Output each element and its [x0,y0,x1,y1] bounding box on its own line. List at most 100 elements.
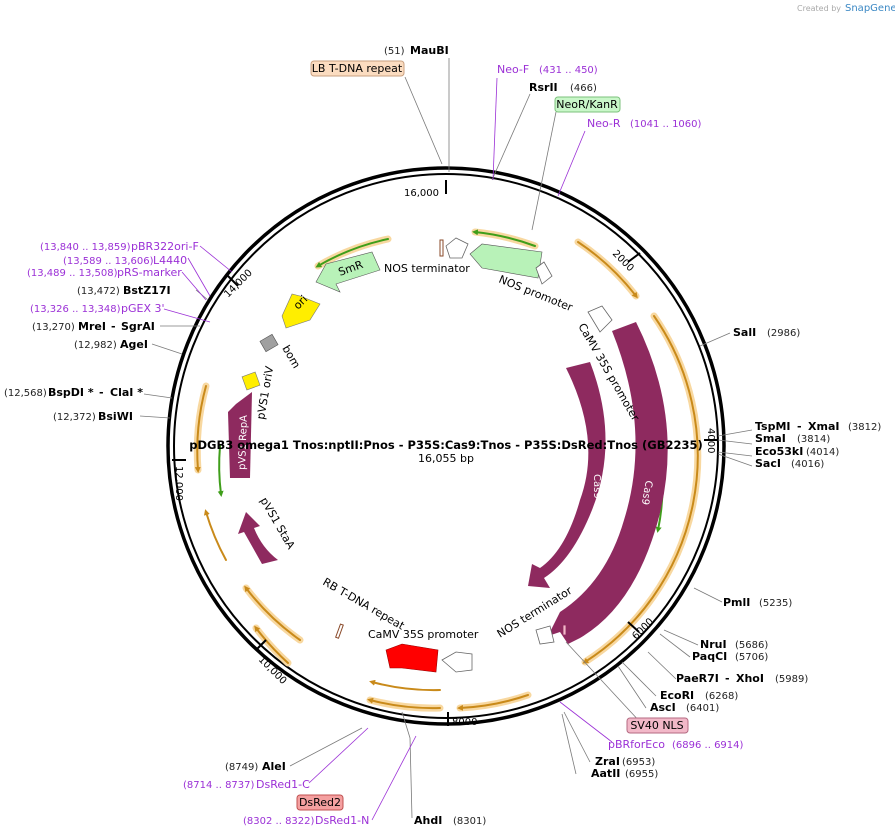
site-pos-eco53ki: (4014) [806,447,839,458]
site-pos-mreI: (13,270) [32,322,75,333]
backbone [166,166,726,726]
leader-line-ageI [151,343,183,355]
primer-range-pgex: (13,326 .. 13,348) [30,304,121,315]
site-pos-zraI: (6953) [622,757,655,768]
site-name-pmlI: PmlI [723,596,750,609]
plasmid-name: pDGB3 omega1 Tnos:nptII:Pnos - P35S:Cas9… [189,438,702,452]
site-pos-pmlI: (5235) [759,598,792,609]
site-name-mreI: MreI [78,320,106,333]
primer-leader-lines [163,77,613,821]
lb-repeat-marker [439,239,444,257]
site-name-sacI: SacI [755,457,781,470]
pvs1-oriv-label: pVS1 oriV [254,365,276,421]
primer-leader-prs [181,271,207,301]
sv40-box-label: SV40 NLS [630,719,683,732]
primer-leader-pbrforeco [559,701,613,743]
leader-line-sv40 [565,641,643,725]
leader-line-paer7i [647,651,677,680]
site-pos-rsrII: (466) [570,83,597,94]
site-pos-salI: (2986) [767,328,800,339]
cas9-outer-label: Cas9 [639,479,654,505]
orf-arc [315,238,389,268]
dsred-arrow [385,643,439,673]
primer-name-pgex: pGEX 3' [121,302,165,315]
features [228,237,668,673]
leader-line-zraI [563,711,591,763]
dsred-box [296,794,344,811]
pvs1-oriv-feature [241,371,261,391]
site-labels: (51) MauBI RsrII (466) SalI (2986) TspMI… [4,44,881,827]
site-name-xhoI: XhoI [736,672,764,685]
primer-name-pbrforeco: pBRforEco [608,738,665,751]
cas9-inner-arrow [528,362,606,588]
primer-name-dsred1c: DsRed1-C [256,778,310,791]
site-sep-bspdi: - [99,386,104,399]
primer-range-neo-f: (431 .. 450) [539,65,598,76]
nos-promoter-label: NOS promoter [497,273,575,315]
bom-label: bom [279,343,302,371]
site-name-tspmi: TspMI [755,420,791,433]
lb-box-label: LB T-DNA repeat [312,62,403,75]
site-name-paer7i: PaeR7I [676,672,719,685]
leader-line-lb [404,76,443,165]
leader-line-tspmi [717,429,753,437]
plasmid-size: 16,055 bp [418,452,474,465]
site-pos-paqci: (5706) [735,652,768,663]
sv40-nls-marker [562,624,567,636]
tick-label: 8000 [452,717,477,728]
site-name-ascI: AscI [650,701,676,714]
primer-leader-neo-f [492,77,498,181]
primer-leader-neo-r [557,130,586,197]
site-name-bspdi: BspDI * [48,386,94,399]
nos-terminator-2-arrow [535,625,555,645]
primer-range-dsred1c: (8714 .. 8737) [183,780,255,791]
leader-line-eco53ki [717,451,753,457]
dsred-box-label: DsRed2 [299,796,341,809]
orf-arc [367,697,441,710]
leader-line-rsrII [491,93,531,181]
site-pos-aatII: (6955) [625,769,658,780]
leader-line-sacI [717,453,753,467]
primer-name-l4440: L4440 [153,254,187,267]
primer-labels: Neo-F (431 .. 450) Neo-R (1041 .. 1060) … [27,63,744,827]
site-name-sgrai: SgrAI [121,320,155,333]
site-pos-bsiwi: (12,372) [53,412,96,423]
primer-name-dsred1n: DsRed1-N [315,814,369,827]
site-pos-smaI: (3814) [797,434,830,445]
site-pos-sacI: (4016) [791,459,824,470]
ori-arrow [281,293,321,329]
primer-range-pbrforeco: (6896 .. 6914) [672,740,744,751]
site-pos-bstz17i: (13,472) [77,286,120,297]
rb-repeat-marker [335,623,344,639]
orf-arc [254,625,289,664]
primer-range-dsred1n: (8302 .. 8322) [243,816,315,827]
pvs1-repa-label: pVS1 RepA [237,415,250,470]
tick-label: 12,000 [173,466,184,501]
site-pos-tspmi: (3812) [848,422,881,433]
orf-arc [369,679,441,692]
site-pos-paer7i: (5989) [775,674,808,685]
small-feature-arrow [535,261,553,285]
leader-line-nruI [663,629,699,646]
nos-terminator-1-arrow [445,237,469,259]
leader-line-bsiwi [139,415,171,419]
primer-leader-l4440 [187,257,211,297]
site-name-ecorI: EcoRI [660,689,694,702]
tick-mark [627,621,640,633]
site-name-rsrII: RsrII [529,81,558,94]
primer-name-neo-f: Neo-F [497,63,529,76]
site-pos-ahdI: (8301) [453,816,486,827]
primer-leader-dsred1c [308,727,369,784]
primer-name-pbr322: pBR322ori-F [131,240,199,253]
orf-arc [457,694,529,711]
lb-box [310,60,405,77]
orf-arc [217,445,224,497]
leader-lines [139,58,753,819]
primer-name-prs: pRS-marker [117,266,182,279]
site-sep-tspmi: - [797,420,802,433]
site-name-ageI: AgeI [120,338,148,351]
site-name-paqci: PaqCI [692,650,727,663]
primer-range-prs: (13,489 .. 13,508) [27,268,118,279]
site-name-bstz17i: BstZ17I [123,284,171,297]
site-name-mauBI: MauBI [410,44,449,57]
